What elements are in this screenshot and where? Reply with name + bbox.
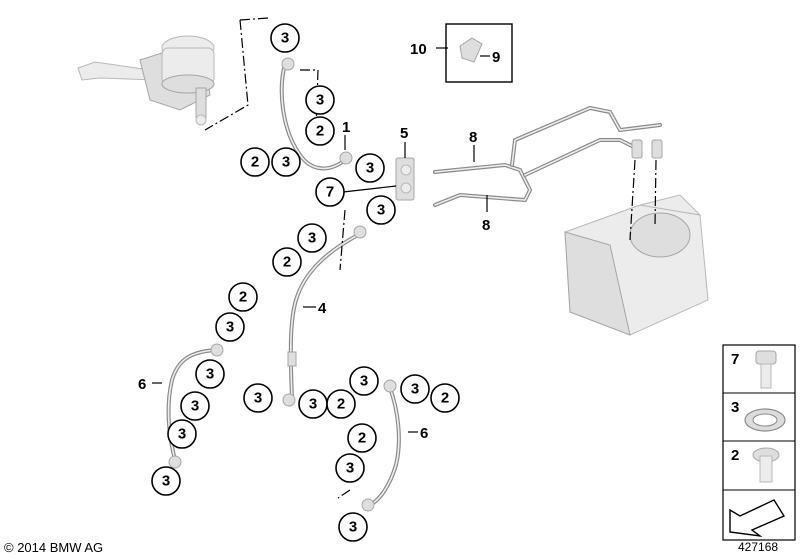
svg-text:2: 2 [337,396,345,413]
label-part-5: 5 [400,125,408,142]
svg-text:3: 3 [281,30,289,47]
svg-text:7: 7 [326,184,334,201]
legend-panel: 7 3 2 [722,344,796,541]
svg-text:3: 3 [316,92,324,109]
banjo-bolt-icon [755,350,777,389]
brake-hose-4 [282,225,367,407]
callout-3-b5: 3 [151,466,181,496]
callout-2-b: 2 [228,282,258,312]
svg-text:2: 2 [283,254,291,271]
brake-hose-1 [279,57,353,171]
callout-3-b: 3 [215,312,245,342]
label-part-4: 4 [318,300,327,317]
svg-text:3: 3 [226,319,234,336]
callout-2-k: 2 [430,383,460,413]
label-part-6-right: 6 [420,425,428,442]
svg-text:3: 3 [206,366,214,383]
abs-unit [564,194,709,336]
svg-text:3: 3 [282,154,290,171]
arrow-icon [729,499,786,538]
callout-3-k2: 3 [400,374,430,404]
callout-3-upper-right: 3 [305,85,335,115]
label-part-8-lower: 8 [482,217,490,234]
figure-number: 427168 [738,540,779,554]
callout-7: 7 [315,177,345,207]
brake-hose-6-right [361,379,401,512]
clip-kit [445,23,513,83]
copyright-text: © 2014 BMW AG [4,540,104,555]
label-part-8-upper: 8 [469,129,477,146]
svg-text:3: 3 [191,398,199,415]
callout-3-a: 3 [297,223,327,253]
svg-text:3: 3 [366,160,374,177]
bleeder-screw-icon [752,447,780,483]
svg-text:3: 3 [178,426,186,443]
callout-3-j: 3 [335,453,365,483]
label-part-1: 1 [342,119,350,136]
legend-number-2: 2 [731,447,739,464]
callout-3-right-mid: 3 [366,195,396,225]
callout-3-left: 3 [271,147,301,177]
svg-text:3: 3 [346,460,354,477]
master-cylinder [77,35,215,126]
svg-text:3: 3 [360,373,368,390]
label-part-9: 9 [492,49,500,66]
callout-3-top: 3 [270,23,300,53]
legend-number-7: 7 [731,351,739,368]
svg-text:2: 2 [316,123,324,140]
callout-3-b3: 3 [180,391,210,421]
svg-text:2: 2 [358,430,366,447]
legend-number-3: 3 [731,399,739,416]
callout-3-mid: 3 [355,153,385,183]
callout-2-left: 2 [240,147,270,177]
distributor-piece [395,157,415,201]
leader-lines [152,47,490,433]
svg-text:2: 2 [441,390,449,407]
callout-2-a: 2 [272,247,302,277]
seal-ring-icon [744,408,786,432]
callout-3-j2: 3 [338,512,368,542]
svg-text:3: 3 [309,396,317,413]
brake-pipes-8 [433,105,663,207]
callout-3-k: 3 [349,366,379,396]
callout-2-upper-right: 2 [305,116,335,146]
label-part-10: 10 [410,41,427,58]
callout-2-h: 2 [326,389,356,419]
label-part-6-left: 6 [138,376,146,393]
svg-text:2: 2 [239,289,247,306]
callout-2-j: 2 [347,423,377,453]
callout-3-h: 3 [243,383,273,413]
svg-text:3: 3 [349,519,357,536]
svg-text:2: 2 [251,154,259,171]
callout-3-b2: 3 [195,359,225,389]
svg-text:3: 3 [254,390,262,407]
svg-text:3: 3 [377,202,385,219]
svg-text:3: 3 [411,381,419,398]
callout-3-b4: 3 [167,419,197,449]
callout-3-h2: 3 [298,389,328,419]
svg-text:3: 3 [308,230,316,247]
svg-text:3: 3 [162,473,170,490]
